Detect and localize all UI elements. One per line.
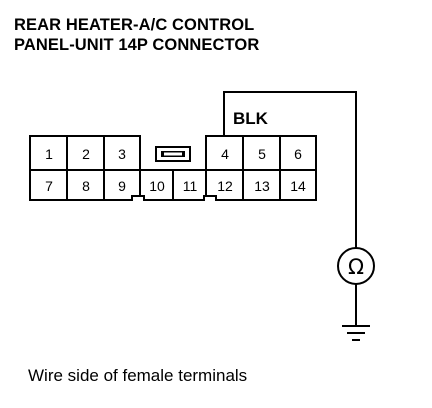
diagram-title: REAR HEATER-A/C CONTROL PANEL-UNIT 14P C… — [14, 15, 259, 55]
terminal-4-label: 4 — [221, 146, 229, 162]
ohmmeter-symbol: Ω — [348, 255, 364, 279]
title-line-2: PANEL-UNIT 14P CONNECTOR — [14, 36, 260, 54]
terminal-3-label: 3 — [118, 146, 126, 162]
terminal-13-label: 13 — [254, 178, 270, 194]
terminal-12-label: 12 — [217, 178, 233, 194]
test-lead-wire — [223, 91, 357, 248]
wire-color-label: BLK — [233, 109, 269, 128]
terminal-9-label: 9 — [118, 178, 126, 194]
terminal-2-label: 2 — [82, 146, 90, 162]
terminal-1-label: 1 — [45, 146, 53, 162]
terminal-5-label: 5 — [258, 146, 266, 162]
connector-housing-outline — [29, 135, 317, 201]
terminal-8-label: 8 — [82, 178, 90, 194]
diagram-caption: Wire side of female terminals — [28, 366, 248, 385]
terminal-10-label: 10 — [149, 178, 165, 194]
title-line-1: REAR HEATER-A/C CONTROL — [14, 16, 255, 34]
terminal-14-label: 14 — [290, 178, 306, 194]
terminal-11-label: 11 — [183, 178, 198, 194]
ground-icon — [342, 325, 370, 341]
connector-lock-tab — [155, 146, 191, 162]
terminal-7-label: 7 — [45, 178, 53, 194]
terminal-6-label: 6 — [294, 146, 302, 162]
